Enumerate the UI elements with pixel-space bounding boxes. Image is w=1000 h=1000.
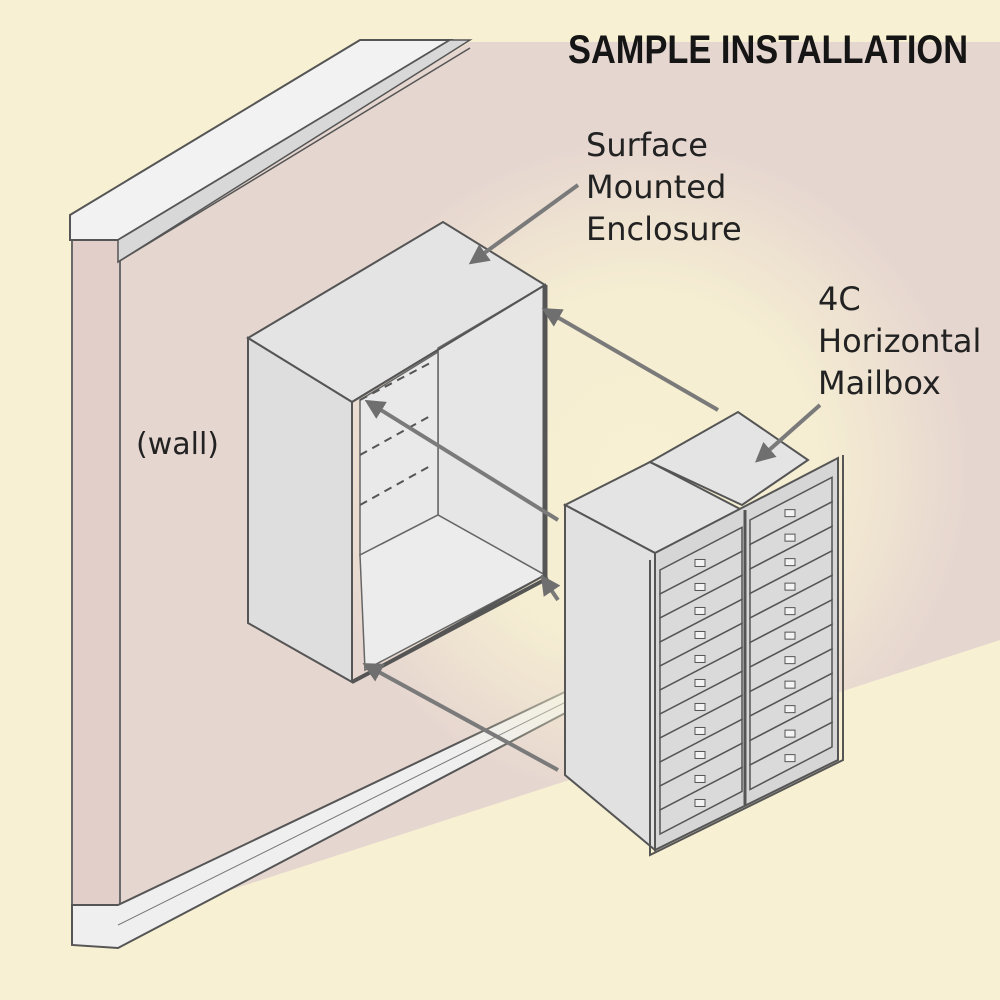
- right-column-lock-5: [784, 607, 796, 616]
- enclosure-label-line-3: Enclosure: [586, 210, 742, 248]
- 4c-horizontal-mailbox: [562, 410, 844, 857]
- left-column-lock-7: [694, 702, 706, 711]
- wall-label: (wall): [136, 427, 219, 462]
- left-column-lock-11: [694, 798, 706, 807]
- right-column-lock-6: [784, 631, 796, 640]
- right-column-lock-7: [784, 656, 796, 665]
- mailbox-label-line-2: Horizontal: [818, 322, 982, 360]
- right-column-lock-9: [784, 705, 796, 714]
- wall-edge: [71, 233, 121, 921]
- mailbox-label-line-1: 4C: [818, 280, 861, 318]
- left-column-lock-1: [694, 558, 706, 567]
- left-column-lock-8: [694, 726, 706, 735]
- enclosure-label-line-2: Mounted: [586, 168, 727, 206]
- arrow-enclosure-label: [468, 183, 580, 265]
- enclosure-label-line-1: Surface: [586, 126, 708, 164]
- left-column-lock-5: [694, 654, 706, 663]
- left-column-lock-10: [694, 774, 706, 783]
- surface-mounted-enclosure: [246, 220, 549, 684]
- arrow-bottom-right: [540, 574, 561, 602]
- enclosure-label: Surface Mounted Enclosure: [586, 124, 742, 250]
- arrow-bottom-left: [362, 663, 559, 772]
- arrow-top-right: [541, 307, 720, 412]
- mailbox-label-line-3: Mailbox: [818, 364, 941, 402]
- diagram-title: SAMPLE INSTALLATION: [568, 28, 969, 72]
- right-column-lock-8: [784, 680, 796, 689]
- right-column-lock-4: [784, 582, 796, 591]
- right-column-lock-3: [784, 558, 796, 567]
- mailbox-doors: [659, 476, 833, 836]
- right-column-lock-1: [784, 509, 796, 518]
- right-column-lock-10: [784, 729, 796, 738]
- left-column-lock-9: [694, 750, 706, 759]
- arrow-top-left: [364, 399, 560, 522]
- right-column-lock-11: [784, 754, 796, 763]
- arrows: [362, 183, 822, 772]
- right-column-lock-2: [784, 533, 796, 542]
- mailbox-label: 4C Horizontal Mailbox: [818, 278, 981, 404]
- left-column-lock-4: [694, 630, 706, 639]
- left-column-lock-6: [694, 678, 706, 687]
- mailbox-top-right: [647, 410, 810, 507]
- arrow-mailbox-label: [755, 403, 822, 463]
- left-column-lock-2: [694, 582, 706, 591]
- left-column-lock-3: [694, 606, 706, 615]
